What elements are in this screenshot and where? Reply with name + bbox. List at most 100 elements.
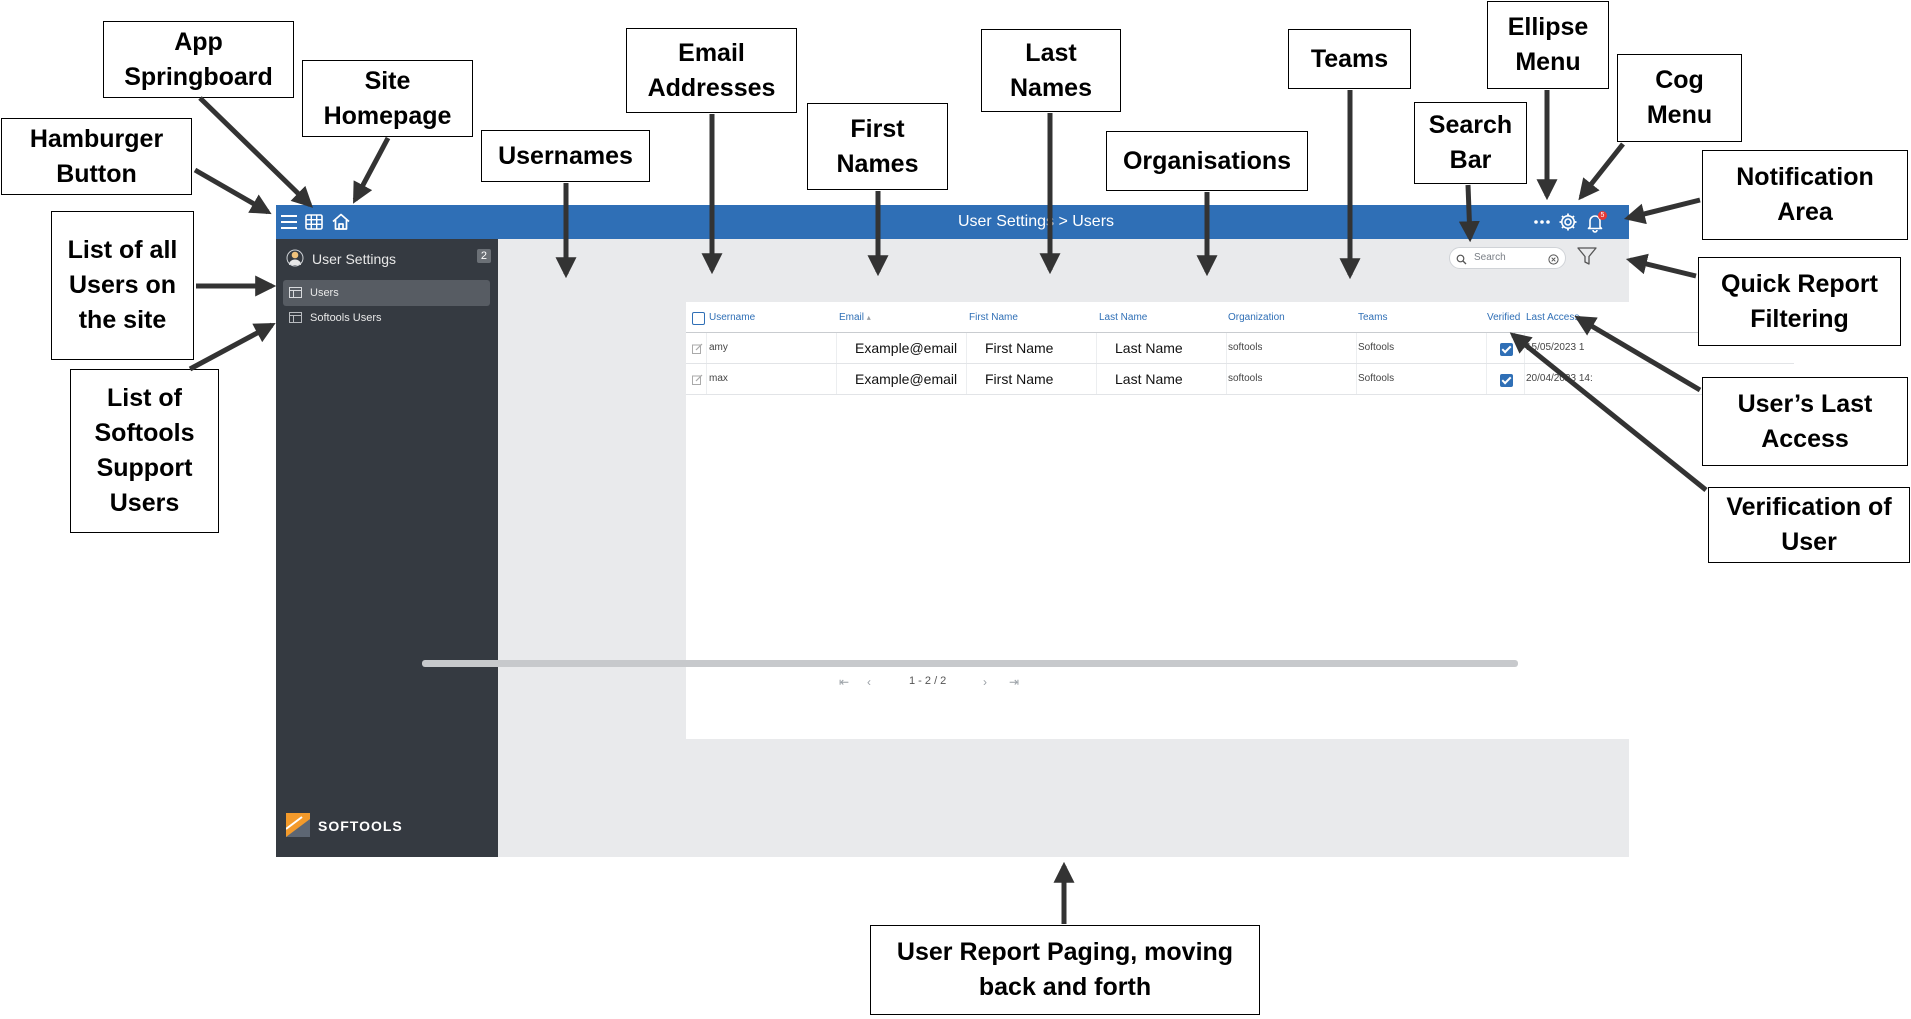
header-divider [686, 332, 1794, 333]
callout-teams: Teams [1288, 29, 1411, 89]
edit-icon[interactable] [692, 343, 703, 354]
avatar-icon [286, 249, 304, 267]
column-header-first-name[interactable]: First Name [969, 312, 1018, 323]
column-separator [1226, 364, 1227, 394]
column-separator [1226, 333, 1227, 363]
column-header-last-name[interactable]: Last Name [1099, 312, 1148, 323]
column-separator [1096, 333, 1097, 363]
top-bar: User Settings > Users 5 [276, 205, 1629, 239]
filter-icon[interactable] [1576, 245, 1598, 267]
cell-teams: Softools [1358, 342, 1395, 353]
last-page-button[interactable]: ⇥ [1009, 675, 1020, 689]
notification-badge: 5 [1598, 211, 1607, 220]
arrow-notification [1623, 197, 1701, 225]
cell-teams: Softools [1358, 373, 1395, 384]
column-header-organization[interactable]: Organization [1228, 312, 1285, 323]
arrow-hamburger [193, 167, 272, 215]
column-separator [1486, 333, 1487, 363]
cell-organization: softools [1228, 342, 1263, 353]
cell-email: Example@email [855, 340, 958, 356]
sidebar-item-label: Users [310, 287, 339, 299]
callout-organisations: Organisations [1106, 131, 1308, 191]
column-header-last-access[interactable]: Last Access [1526, 312, 1580, 323]
edit-icon[interactable] [692, 374, 703, 385]
softools-logo-mark [285, 813, 310, 837]
cell-first-name: First Name [985, 371, 1054, 387]
column-separator [706, 364, 707, 394]
cell-organization: softools [1228, 373, 1263, 384]
column-header-email[interactable]: Email ▴ [839, 312, 871, 323]
next-page-button[interactable]: › [983, 675, 987, 689]
arrow-homepage [352, 136, 391, 204]
cell-last-name: Last Name [1115, 371, 1183, 387]
column-separator [1096, 364, 1097, 394]
column-separator [1356, 333, 1357, 363]
sidebar-item-label: Softools Users [310, 312, 382, 324]
cell-username: max [709, 373, 728, 384]
arrow-springboard [198, 96, 314, 208]
first-page-button[interactable]: ⇤ [839, 675, 850, 689]
breadcrumb: User Settings > Users [957, 213, 1115, 230]
sidebar-header: User Settings 2 [286, 249, 491, 271]
hamburger-icon[interactable] [278, 211, 300, 233]
sidebar-item-users[interactable]: Users [283, 280, 490, 306]
column-separator [1524, 364, 1525, 394]
page-range: 1 - 2 / 2 [909, 675, 947, 687]
column-separator [1356, 364, 1357, 394]
column-separator [836, 333, 837, 363]
arrow-filter [1625, 253, 1697, 279]
sidebar-count-badge: 2 [476, 249, 491, 263]
column-separator [966, 364, 967, 394]
prev-page-button[interactable]: ‹ [867, 675, 871, 689]
callout-usernames: Usernames [481, 130, 650, 182]
sort-ascending-icon: ▴ [866, 313, 871, 322]
sidebar-title: User Settings [312, 251, 397, 267]
search-input[interactable]: Search [1449, 247, 1566, 269]
column-separator [966, 333, 967, 363]
column-separator [1486, 364, 1487, 394]
ellipsis-icon[interactable] [1531, 211, 1553, 233]
column-header-verified[interactable]: Verified [1487, 312, 1521, 323]
grid-icon[interactable] [303, 211, 325, 233]
arrow-cog [1578, 142, 1625, 201]
brand-name: SOFTOOLS [318, 818, 403, 834]
table-row[interactable]: max Example@email First Name Last Name softo… [686, 364, 1794, 395]
cell-first-name: First Name [985, 340, 1054, 356]
select-all-checkbox[interactable] [692, 312, 705, 325]
verified-checkbox[interactable] [1500, 343, 1513, 356]
arrow-support-users [188, 322, 276, 372]
bell-icon[interactable]: 5 [1584, 211, 1607, 233]
verified-checkbox[interactable] [1500, 374, 1513, 387]
home-icon[interactable] [330, 211, 352, 233]
cell-last-access: 20/04/2023 14: [1526, 373, 1592, 384]
search-placeholder: Search [1474, 252, 1506, 263]
pager: ⇤ ‹ 1 - 2 / 2 › ⇥ [509, 673, 1629, 693]
cell-last-access: 15/05/2023 1 [1526, 342, 1585, 353]
column-header-username[interactable]: Username [709, 312, 756, 323]
gear-icon[interactable] [1557, 211, 1579, 233]
sidebar-item-softools-users[interactable]: Softools Users [283, 305, 490, 331]
column-separator [706, 333, 707, 363]
column-header-teams[interactable]: Teams [1358, 312, 1388, 323]
clear-icon[interactable] [1548, 252, 1559, 265]
table-icon [289, 312, 302, 323]
column-separator [836, 364, 837, 394]
horizontal-scrollbar[interactable] [422, 660, 1518, 667]
table-icon [289, 287, 302, 298]
cell-email: Example@email [855, 371, 958, 387]
